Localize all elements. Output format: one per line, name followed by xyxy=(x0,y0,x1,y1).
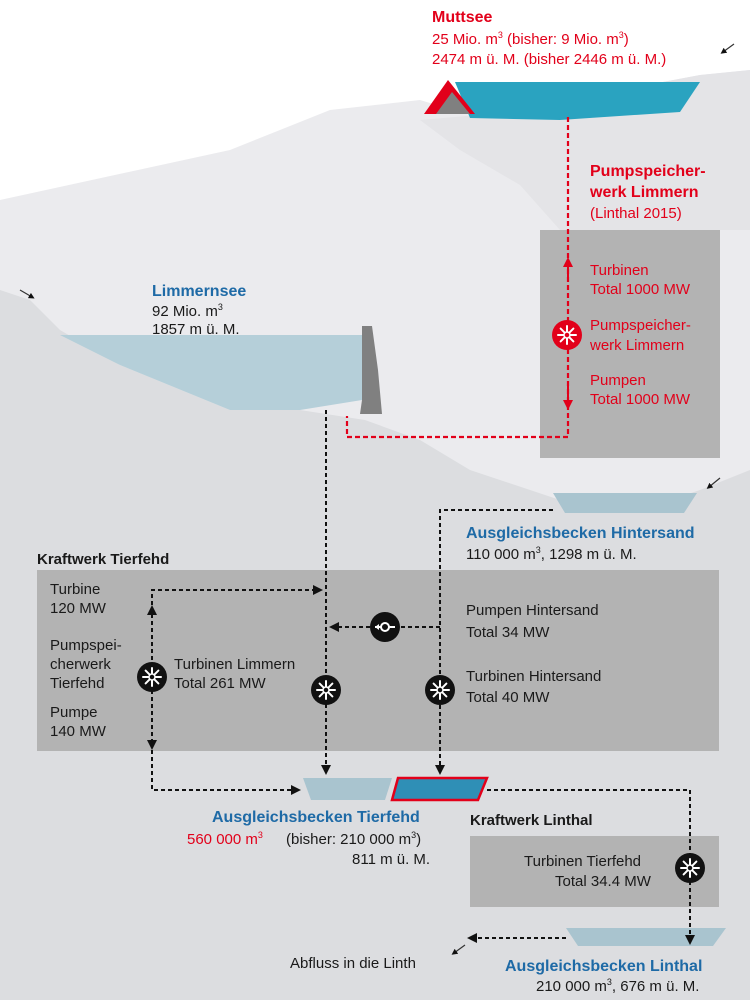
hintersand-title: Ausgleichsbecken Hintersand xyxy=(466,525,695,542)
limmern-dam xyxy=(360,326,382,414)
limmernsee-water xyxy=(60,335,370,410)
turbinen-limmern-label: Turbinen Limmern xyxy=(174,656,296,673)
tierfehd-psw-label-3: Tierfehd xyxy=(50,675,105,692)
psw-pumpen-label: Pumpen xyxy=(590,372,646,389)
tierfehd-basin-new xyxy=(390,776,489,802)
tierfehd-basin-title: Ausgleichsbecken Tierfehd xyxy=(212,809,420,826)
psw-plant-label-1: Pumpspeicher- xyxy=(590,317,691,334)
psw-turbinen-label: Turbinen xyxy=(590,262,649,279)
tierfehd-to-basin-line xyxy=(151,750,301,795)
tierfehd-turbine-value: 120 MW xyxy=(50,600,106,617)
turbine-to-limmern-line xyxy=(151,585,323,612)
linthal-basin-info: 210 000 m3, 676 m ü. M. xyxy=(536,977,700,996)
turbinen-limmern-icon xyxy=(311,675,341,705)
tierfehd-pumpe-value: 140 MW xyxy=(50,723,106,740)
pumpen-hintersand-icon xyxy=(370,612,400,642)
limmernsee-title: Limmernsee xyxy=(152,283,247,300)
hintersand-basin xyxy=(553,493,697,513)
limmern-turbine-icon xyxy=(552,320,582,350)
muttsee-title: Muttsee xyxy=(432,9,493,26)
tierfehd-basin-volume-prev: (bisher: 210 000 m3) xyxy=(286,830,422,849)
muttsee-dam-core xyxy=(436,92,470,114)
linthal-turbinen-value: Total 34.4 MW xyxy=(555,873,651,890)
tierfehd-psw-label-1: Pumpspei- xyxy=(50,637,122,654)
turbinen-hintersand-icon xyxy=(425,675,455,705)
tierfehd-basin-old xyxy=(303,778,392,800)
limmernsee-altitude: 1857 m ü. M. xyxy=(152,321,240,338)
psw-limmern-subtitle: (Linthal 2015) xyxy=(590,205,682,222)
muttsee-altitude: 2474 m ü. M. (bisher 2446 m ü. M.) xyxy=(432,51,667,68)
outflow-label: Abfluss in die Linth xyxy=(290,955,416,972)
pumpen-hintersand-label: Pumpen Hintersand xyxy=(466,602,599,619)
turbinen-limmern-value: Total 261 MW xyxy=(174,675,266,692)
linthal-basin xyxy=(566,928,726,946)
muttsee-volume: 25 Mio. m3 (bisher: 9 Mio. m3) xyxy=(432,30,629,49)
tierfehd-pumpe-label: Pumpe xyxy=(50,704,98,721)
turbinen-hintersand-value: Total 40 MW xyxy=(466,689,550,706)
linthal-turbinen-label: Turbinen Tierfehd xyxy=(524,853,642,870)
tierfehd-pump-turbine-icon xyxy=(137,662,167,692)
hintersand-info: 110 000 m3, 1298 m ü. M. xyxy=(466,545,637,564)
tierfehd-basin-volume: 560 000 m3 xyxy=(187,830,263,849)
psw-turbinen-value: Total 1000 MW xyxy=(590,281,691,298)
psw-plant-label-2: werk Limmern xyxy=(590,337,685,354)
hintersand-to-tierfehd-line xyxy=(435,509,553,775)
psw-limmern-title-1: Pumpspeicher- xyxy=(590,163,706,180)
linthal-turbine-icon xyxy=(675,853,705,883)
psw-limmern-title-2: werk Limmern xyxy=(590,184,699,201)
psw-pumpen-value: Total 1000 MW xyxy=(590,391,691,408)
tierfehd-plant-title: Kraftwerk Tierfehd xyxy=(37,551,170,568)
tierfehd-basin-altitude: 811 m ü. M. xyxy=(352,851,431,868)
turbinen-hintersand-label: Turbinen Hintersand xyxy=(466,668,602,685)
tierfehd-turbine-label: Turbine xyxy=(50,581,101,598)
tierfehd-psw-label-2: cherwerk xyxy=(50,656,111,673)
muttsee-water xyxy=(455,82,700,120)
linthal-plant-title: Kraftwerk Linthal xyxy=(470,812,593,829)
linthal-basin-title: Ausgleichsbecken Linthal xyxy=(505,958,703,975)
kraftwerk-tierfehd-box xyxy=(37,570,719,751)
limmernsee-volume: 92 Mio. m3 xyxy=(152,302,223,321)
tierfehd-to-linthal-line xyxy=(487,789,695,945)
pumpen-hintersand-value: Total 34 MW xyxy=(466,624,550,641)
